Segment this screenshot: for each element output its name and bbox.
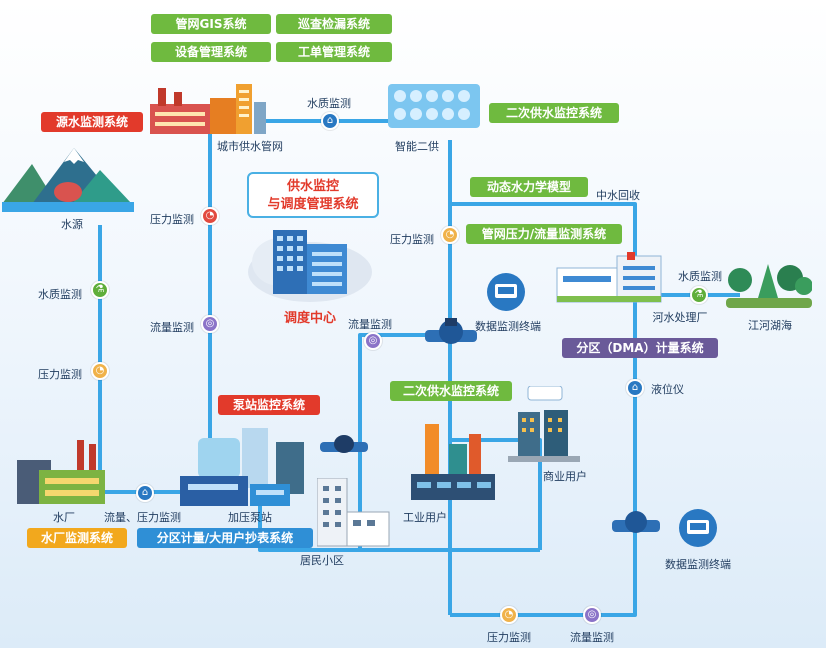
commercial-user-label: 商业用户 [543,470,587,483]
equipment-system-tag[interactable]: 设备管理系统 [151,42,271,62]
smart-secondary-supply-tank-icon [388,84,480,128]
data-terminal-mid-label: 数据监测终端 [475,320,541,333]
booster-pump-station-icon [180,428,304,506]
pressure-gauge-left2-icon[interactable]: ◔ [91,362,109,380]
residential-label: 居民小区 [300,554,344,567]
dispatch-center-building-icon [248,230,372,302]
water-source-mountain-icon [2,148,134,212]
pipe-right-loop [450,202,637,617]
water-meter-icon [320,435,368,453]
commercial-building-icon [508,386,580,462]
water-quality-right-node-icon[interactable]: ⚗ [690,286,708,304]
gis-system-tag[interactable]: 管网GIS系统 [151,14,271,34]
level-meter-label: 液位仪 [651,383,684,396]
river-treatment-plant-icon [556,252,662,303]
water-quality-left-label: 水质监测 [38,288,82,301]
secondary-supply-top-tag[interactable]: 二次供水监控系统 [489,103,619,123]
water-quality-top-label: 水质监测 [307,97,351,110]
level-meter-node-icon[interactable]: ⌂ [626,379,644,397]
flow-meter-left-icon[interactable]: ◎ [201,315,219,333]
dma-system-tag[interactable]: 分区（DMA）计量系统 [562,338,718,358]
supply-dispatch-system-box[interactable]: 供水监控 与调度管理系统 [247,172,379,218]
data-terminal-mid-icon[interactable] [486,272,526,312]
water-plant-icon [17,440,105,504]
pump-station-monitor-tag[interactable]: 泵站监控系统 [218,395,320,415]
source-monitor-tag[interactable]: 源水监测系统 [41,112,143,132]
smart-secondary-supply-label: 智能二供 [395,140,439,153]
flow-pressure-bottom-label: 流量、压力监测 [104,511,181,524]
water-quality-left-node-icon[interactable]: ⚗ [91,281,109,299]
river-treatment-plant-label: 河水处理厂 [652,311,708,324]
flow-pressure-bottom-node-icon[interactable]: ⌂ [136,484,154,502]
water-plant-label: 水厂 [53,511,75,524]
center-title-line2: 与调度管理系统 [267,197,359,212]
center-title-line1: 供水监控 [286,179,339,194]
booster-pump-label: 加压泵站 [228,511,272,524]
residential-building-icon [317,478,390,547]
flow-valve-center-icon [425,318,477,344]
water-quality-right-label: 水质监测 [678,270,722,283]
secondary-supply-mid-tag[interactable]: 二次供水监控系统 [390,381,512,401]
pressure-bottom-label: 压力监测 [487,631,531,644]
hydraulic-model-tag[interactable]: 动态水力学模型 [470,177,588,197]
pipe-pressure-flow-tag[interactable]: 管网压力/流量监测系统 [466,224,622,244]
zone-metering-tag[interactable]: 分区计量/大用户抄表系统 [137,528,313,548]
water-source-label: 水源 [61,218,83,231]
flow-valve-bottom-icon [612,511,660,533]
patrol-system-tag[interactable]: 巡查检漏系统 [276,14,392,34]
city-pipe-network-icon [150,84,266,134]
city-pipe-network-label: 城市供水管网 [217,140,283,153]
plant-monitor-tag[interactable]: 水厂监测系统 [27,528,127,548]
pressure-center-label: 压力监测 [390,233,434,246]
pressure-gauge-left-icon[interactable]: ◔ [201,207,219,225]
data-terminal-bottom-label: 数据监测终端 [665,558,731,571]
industrial-plant-icon [411,424,495,500]
flow-meter-center-icon[interactable]: ◎ [364,332,382,350]
data-terminal-bottom-icon[interactable] [678,508,718,548]
pressure-left2-label: 压力监测 [38,368,82,381]
flow-bottom-label: 流量监测 [570,631,614,644]
pressure-gauge-bottom-icon[interactable]: ◔ [500,606,518,624]
river-lake-label: 江河湖海 [748,319,792,332]
flow-mid-label: 流量监测 [150,321,194,334]
water-quality-top-node-icon[interactable]: ⌂ [321,112,339,130]
pressure-gauge-center-icon[interactable]: ◔ [441,226,459,244]
dispatch-center-label: 调度中心 [283,311,337,326]
industrial-user-label: 工业用户 [403,511,447,524]
flow-meter-bottom-icon[interactable]: ◎ [583,606,601,624]
pressure-left-label: 压力监测 [150,213,194,226]
reclaimed-water-label: 中水回收 [596,189,640,202]
river-lake-trees-icon [726,264,812,308]
flow-center-label: 流量监测 [348,318,392,331]
workorder-system-tag[interactable]: 工单管理系统 [276,42,392,62]
